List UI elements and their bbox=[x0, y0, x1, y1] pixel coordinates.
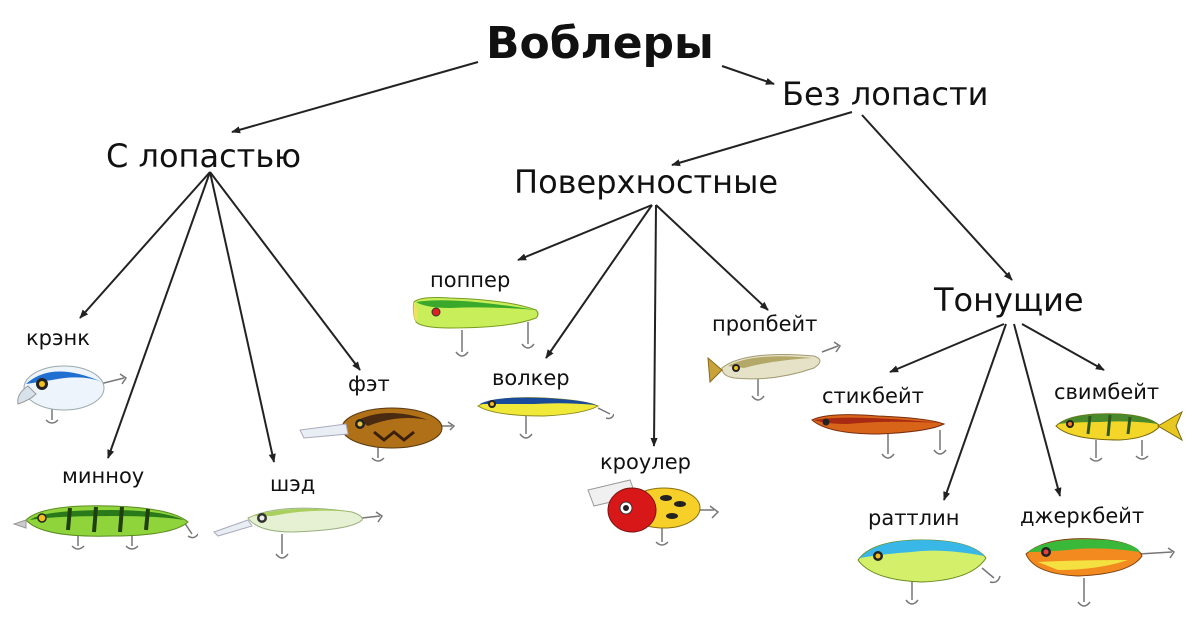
branch-without-lip-label: Без лопасти bbox=[782, 75, 989, 113]
arrow-without-lip-to-sinking bbox=[861, 114, 1013, 281]
lure-type-popper: поппер bbox=[430, 268, 511, 292]
lure-type-jerkbait: джеркбейт bbox=[1020, 504, 1145, 528]
krank-lure-image bbox=[17, 365, 128, 424]
swimbait-lure-image bbox=[1055, 410, 1184, 462]
lure-type-rattlin: раттлин bbox=[868, 506, 960, 530]
propbait-lure-image bbox=[707, 341, 842, 401]
minnow-lure-image bbox=[12, 505, 198, 550]
lure-type-crawler: кроулер bbox=[600, 450, 691, 474]
popper-lure-image bbox=[412, 297, 539, 357]
arrow-surface-to-popper bbox=[517, 204, 653, 261]
arrow-surface-to-crawler bbox=[650, 204, 658, 447]
arrow-sinking-to-jerkbait bbox=[1013, 323, 1062, 497]
arrow-sinking-to-swimbait bbox=[1021, 323, 1105, 371]
rattlin-lure-image bbox=[857, 539, 1001, 605]
arrow-sinking-to-stickbait bbox=[889, 323, 1005, 373]
lure-type-fat: фэт bbox=[348, 372, 390, 396]
lure-type-walker: волкер bbox=[492, 366, 570, 390]
arrow-surface-to-walker bbox=[545, 204, 653, 359]
walker-lure-image bbox=[477, 397, 614, 439]
arrow-without-lip-to-surface bbox=[671, 111, 853, 167]
arrow-with-lip-to-krank bbox=[79, 171, 211, 319]
surface-group-label: Поверхностные bbox=[514, 163, 779, 201]
diagram-title: Воблеры bbox=[486, 18, 714, 69]
lure-type-shad: шэд bbox=[270, 472, 316, 496]
lure-type-swimbait: свимбейт bbox=[1054, 380, 1160, 404]
sinking-group-label: Тонущие bbox=[934, 281, 1084, 319]
lure-type-minnow: минноу bbox=[62, 464, 145, 488]
arrow-root-to-without-lip bbox=[721, 65, 775, 85]
arrow-with-lip-to-minnow bbox=[107, 171, 211, 459]
stickbait-lure-image bbox=[811, 414, 947, 459]
crawler-lure-image bbox=[587, 479, 720, 546]
fat-lure-image bbox=[299, 407, 456, 462]
branch-with-lip-label: С лопастью bbox=[106, 137, 302, 175]
jerkbait-lure-image bbox=[1025, 538, 1176, 607]
arrow-root-to-with-lip bbox=[231, 61, 479, 134]
arrow-surface-to-propbait bbox=[655, 204, 769, 311]
arrow-sinking-to-rattlin bbox=[943, 323, 1007, 501]
shad-lure-image bbox=[213, 507, 384, 559]
lure-type-propbait: пропбейт bbox=[712, 312, 818, 336]
arrow-with-lip-to-shad bbox=[209, 171, 276, 463]
lure-type-stickbait: стикбейт bbox=[822, 384, 924, 408]
lure-type-krank: крэнк bbox=[26, 326, 90, 350]
arrow-with-lip-to-fat bbox=[209, 171, 361, 371]
